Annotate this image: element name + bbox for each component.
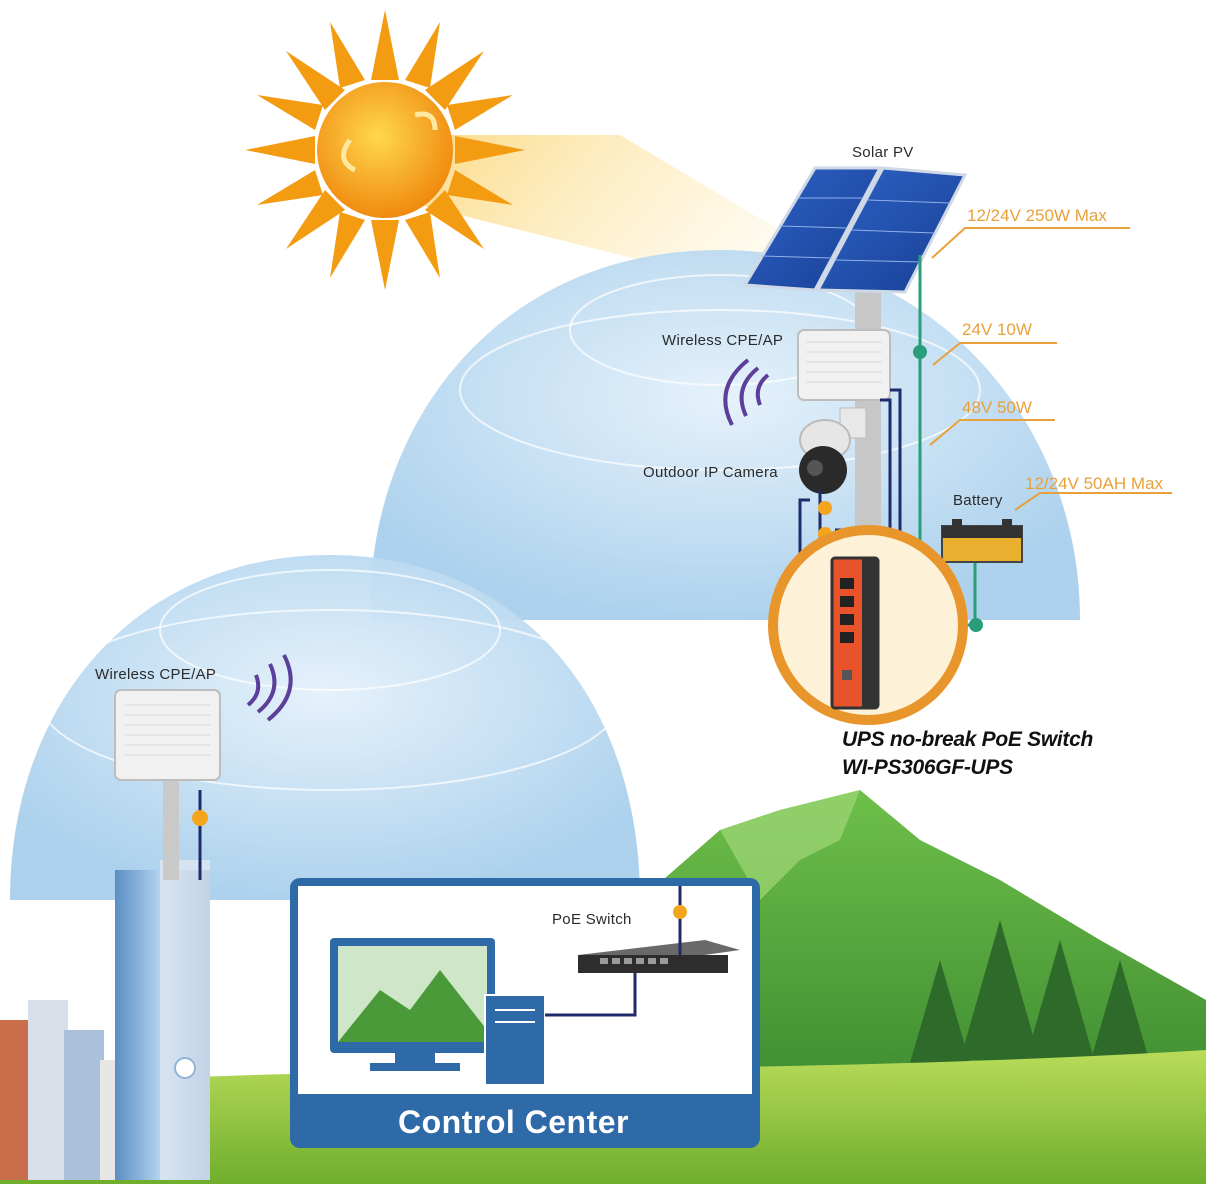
poe-badge-camera (818, 501, 832, 515)
wifi-waves-right-icon (723, 358, 770, 426)
dc-badge-solar (913, 345, 927, 359)
signal-rings (39, 274, 981, 791)
sun-icon (245, 10, 525, 290)
control-cabling (545, 886, 682, 1017)
ups-switch-title: UPS no-break PoE Switch (842, 728, 1093, 751)
battery-spec-label: 12/24V 50AH Max (1025, 474, 1163, 493)
wifi-waves-left-icon (246, 654, 293, 722)
spec-leader-lines (929, 227, 1172, 511)
pine-trees (905, 920, 1155, 1080)
ip-camera-icon (799, 407, 867, 494)
city-buildings (0, 1000, 130, 1180)
cpe-power-label: 24V 10W (962, 320, 1032, 339)
poe-badge-control (673, 905, 687, 919)
poe-switch-icon (578, 940, 740, 973)
solar-pv-label: Solar PV (852, 144, 914, 161)
solar-panel-icon (742, 166, 968, 294)
poe-badge-left (192, 810, 208, 826)
monitor-icon (330, 938, 495, 1071)
left-antenna-pole (163, 780, 179, 880)
poe-switch-label: PoE Switch (552, 911, 632, 928)
control-center-title: Control Center (398, 1104, 629, 1140)
ups-switch-highlight (768, 525, 968, 725)
coverage-dome-right (370, 250, 1080, 620)
battery-label: Battery (953, 492, 1003, 509)
solar-spec-label: 12/24V 250W Max (967, 206, 1107, 225)
wireless-cpe-left-device (114, 689, 221, 781)
wireless-cpe-right-device (797, 329, 891, 401)
ups-switch-model: WI-PS306GF-UPS (842, 756, 1013, 779)
wireless-cpe-left-label: Wireless CPE/AP (95, 666, 217, 683)
battery-icon (941, 519, 1023, 563)
pc-tower-icon (484, 994, 546, 1086)
wireless-cpe-right-label: Wireless CPE/AP (662, 332, 784, 349)
outdoor-camera-label: Outdoor IP Camera (643, 464, 778, 481)
camera-power-label: 48V 50W (962, 398, 1032, 417)
dc-badge-battery (969, 618, 983, 632)
